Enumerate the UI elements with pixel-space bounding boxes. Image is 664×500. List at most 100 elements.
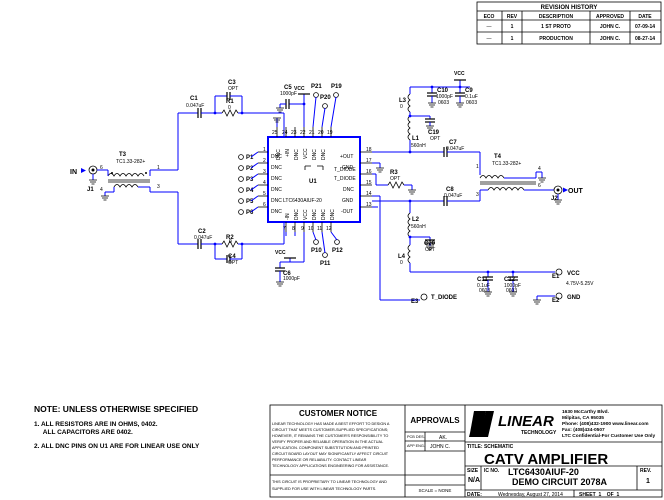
vcc-output-top-label: VCC (454, 71, 465, 77)
rev-row1-description: 1 ST PROTO (541, 24, 571, 30)
c8-value: 0.047uF (444, 193, 462, 199)
title-block: CUSTOMER NOTICE LINEAR TECHNOLOGY HAS MA… (269, 404, 663, 498)
t3-pin-6: 6 (100, 165, 103, 171)
e3-net: T_DIODE (431, 295, 457, 301)
svg-text:P1: P1 (246, 155, 254, 161)
net-label-in: IN (70, 169, 77, 176)
u1-top-name-20: DNC (312, 149, 318, 160)
u1-right-num-13: 13 (366, 202, 372, 208)
l1-ref: L1 (412, 136, 420, 142)
c11-pkg: 0603 (479, 288, 490, 294)
u1-left-name-4: DNC (271, 187, 282, 193)
u1-right-name-16: T_DIODE (334, 176, 356, 182)
r1-ref: R1 (226, 99, 234, 105)
proprietary-line-2: SUPPLIED FOR USE WITH LINEAR TECHNOLOGY … (272, 487, 376, 491)
c6-value: 1000pF (283, 276, 300, 282)
c10-value: 1000pF (436, 94, 453, 100)
company-address-2: Milpitas, CA 95035 (562, 415, 604, 421)
connector-j2: OUT J2 (551, 185, 584, 205)
r1-value: 0 (228, 105, 231, 111)
rev-value: 1 (646, 478, 650, 485)
rev-row2-rev: 1 (511, 36, 514, 42)
l2-ref: L2 (412, 217, 420, 223)
c19-value: OPT (430, 136, 440, 142)
rev-row1-eco: — (487, 24, 492, 30)
u1-right-name-14: GND (342, 198, 354, 204)
u1-top-name-22: DNC (294, 149, 300, 160)
u1-left-num-6: 6 (263, 202, 266, 208)
u1-top-num-22: 22 (300, 130, 306, 136)
u1-top-num-19: 19 (327, 130, 333, 136)
u1-bottom-num-12: 12 (326, 226, 332, 232)
title-label: TITLE: SCHEMATIC (467, 444, 514, 450)
e3-ref: E3 (411, 299, 419, 305)
u1-right-name-13: -OUT (341, 209, 353, 215)
e1-net: VCC (567, 271, 580, 277)
note-1: 1. ALL RESISTORS ARE IN OHMS, 0402. (34, 421, 158, 428)
t3-ref: T3 (119, 152, 127, 158)
u1-bottom-num-11: 11 (317, 226, 322, 232)
u1-top-num-24: 24 (282, 130, 288, 136)
r2-ref: R2 (226, 235, 234, 241)
test-point-p11: P11 (320, 231, 331, 267)
c9-value: 0.1uF (465, 94, 478, 100)
t3-value: TC1.33-282+ (116, 159, 145, 165)
t4-pin-1: 1 (476, 164, 479, 170)
u1-right-num-17: 17 (366, 158, 372, 164)
c12-pkg: 0603 (506, 288, 517, 294)
date-label: DATE: (467, 492, 482, 498)
rev-header-approved: APPROVED (596, 14, 624, 20)
c12-ref: C12 (504, 277, 516, 283)
company-phone: Phone: (408)432-1900 www.linear.com (562, 421, 648, 427)
size-value: N/A (468, 477, 480, 484)
ic-u1: U1 LTC6430AIUF-20 T_DIODE (267, 136, 361, 223)
net-label-out: OUT (568, 188, 584, 195)
test-point-p5: P5 (238, 195, 259, 205)
r3-value: OPT (390, 176, 400, 182)
out-arrow-icon (563, 187, 568, 193)
e2-net: GND (567, 295, 581, 301)
company-fax: Fax: (408)434-0507 (562, 427, 605, 433)
c10-ref: C10 (437, 88, 449, 94)
note-2: 2. ALL DNC PINS ON U1 ARE FOR LINEAR USE… (34, 443, 200, 450)
notes-title: NOTE: UNLESS OTHERWISE SPECIFIED (34, 404, 198, 414)
svg-text:P20: P20 (320, 95, 331, 101)
l4-value: 0 (400, 260, 403, 266)
svg-text:P4: P4 (246, 188, 254, 194)
test-point-p1: P1 (238, 151, 259, 161)
test-point-p4: P4 (238, 184, 259, 194)
svg-text:P19: P19 (331, 84, 342, 90)
demo-circuit: DEMO CIRCUIT 2078A (512, 477, 608, 487)
c3-ref: C3 (228, 80, 236, 86)
u1-left-num-1: 1 (263, 147, 266, 153)
u1-bottom-name-9: VCC (303, 209, 309, 220)
l3-value: 0 (400, 104, 403, 110)
t4-pin-6: 6 (538, 183, 541, 189)
svg-text:LINEAR: LINEAR (498, 413, 554, 430)
customer-notice-line-1: LINEAR TECHNOLOGY HAS MADE A BEST EFFORT… (272, 422, 390, 426)
rev-header-rev: REV (507, 14, 518, 20)
svg-text:P3: P3 (246, 177, 254, 183)
vcc-top-label: VCC (294, 86, 305, 92)
t3-pin-3: 3 (157, 184, 160, 190)
u1-bottom-pins: 7 8 9 10 11 12 -IN DNC VCC DNC DNC DNC (283, 209, 336, 232)
rev-row2-date: 08-27-14 (635, 36, 655, 42)
j2-ref: J2 (551, 196, 558, 202)
customer-notice-line-8: TECHNOLOGY APPLICATIONS ENGINEERING FOR … (272, 464, 389, 468)
connector-j1: IN J1 (70, 165, 105, 193)
test-point-p21: P21 (311, 84, 322, 128)
u1-left-name-1: DNC (271, 154, 282, 160)
c3-value: OPT (228, 86, 238, 92)
svg-text:P6: P6 (246, 210, 254, 216)
approvals-title: APPROVALS (410, 416, 460, 425)
customer-notice-line-7: PERFORMANCE OR RELIABILITY. CONTACT LINE… (272, 458, 367, 462)
u1-top-num-25: 25 (272, 130, 278, 136)
t4-pin-3: 3 (476, 192, 479, 198)
u1-left-name-2: DNC (271, 165, 282, 171)
sheet-info: SHEET 1 OF 1 (579, 492, 620, 498)
e1-range: 4.75V-5.25V (566, 281, 594, 287)
u1-top-num-20: 20 (318, 130, 324, 136)
note-1b: ALL CAPACITORS ARE 0402. (34, 429, 133, 436)
u1-left-num-4: 4 (263, 180, 266, 186)
